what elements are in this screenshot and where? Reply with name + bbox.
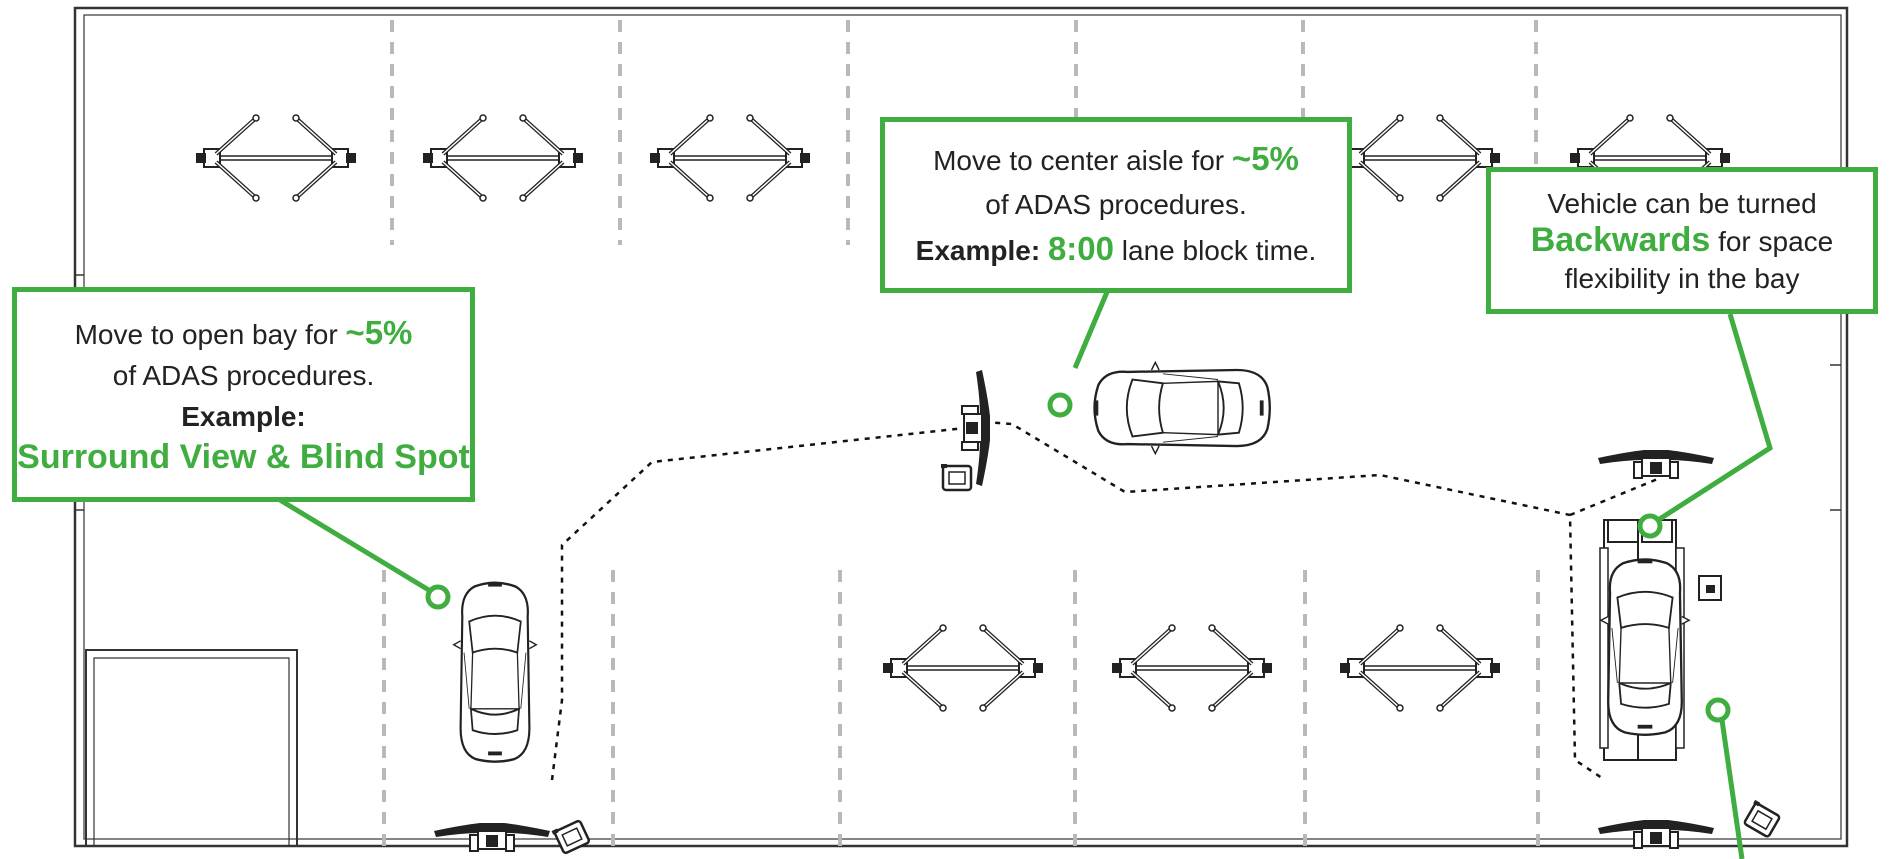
callout-open-bay: Move to open bay for ~5% of ADAS procedu…	[12, 287, 475, 502]
callout-backwards-line2: Backwards for space	[1530, 220, 1834, 260]
target-stand-right-bottom	[1597, 819, 1715, 849]
callout-backwards-keyword: Backwards	[1530, 220, 1711, 259]
car-open-bay	[452, 581, 538, 763]
lane-dividers-bottom	[382, 570, 1540, 846]
callout-open-bay-percent: ~5%	[345, 313, 413, 351]
target-path	[550, 420, 1606, 782]
callout-pointers	[425, 392, 1731, 723]
callout-center-aisle-example-label: Example:	[915, 235, 1048, 266]
callout-center-aisle-percent: ~5%	[1231, 140, 1299, 177]
lift-top-3	[648, 113, 812, 203]
callout-backwards-suffix: for space	[1710, 225, 1834, 257]
callout-center-aisle-text: Move to center aisle for	[933, 145, 1232, 176]
lift-top-2	[421, 113, 585, 203]
callout-center-aisle-time: 8:00	[1047, 230, 1114, 267]
callout-leaders	[278, 291, 1773, 859]
callout-open-bay-example-value: Surround View & Blind Spot	[17, 437, 470, 476]
callout-center-aisle-line1: Move to center aisle for ~5%	[933, 137, 1299, 183]
target-stand-right-top	[1597, 449, 1715, 479]
scan-cart-right	[1698, 575, 1722, 601]
lift-bottom-2	[1110, 623, 1274, 713]
callout-open-bay-example-label: Example:	[181, 400, 306, 432]
scan-cart-open-bay	[550, 817, 592, 856]
callout-open-bay-line1: Move to open bay for ~5%	[75, 312, 413, 355]
callout-backwards-line3: flexibility in the bay	[1564, 262, 1800, 294]
lift-top-1	[194, 113, 358, 203]
callout-open-bay-text: Move to open bay for	[74, 318, 346, 350]
lift-top-5	[1338, 113, 1502, 203]
callout-center-aisle-suffix: lane block time.	[1114, 235, 1317, 266]
scan-cart-center	[939, 462, 973, 492]
car-center-aisle	[1093, 361, 1271, 455]
callout-backwards: Vehicle can be turned Backwards for spac…	[1486, 167, 1878, 314]
storage-room	[85, 649, 298, 846]
callout-open-bay-line2: of ADAS procedures.	[112, 359, 375, 391]
lift-bottom-3	[1338, 623, 1502, 713]
callout-center-aisle-line2: of ADAS procedures.	[985, 189, 1247, 220]
callout-center-aisle-line3: Example: 8:00 lane block time.	[916, 227, 1317, 273]
car-right-bay	[1599, 558, 1691, 736]
callout-backwards-line1: Vehicle can be turned	[1547, 187, 1817, 219]
scan-cart-right-bottom	[1740, 798, 1783, 839]
lift-bottom-1	[881, 623, 1045, 713]
callout-center-aisle: Move to center aisle for ~5% of ADAS pro…	[880, 117, 1352, 293]
